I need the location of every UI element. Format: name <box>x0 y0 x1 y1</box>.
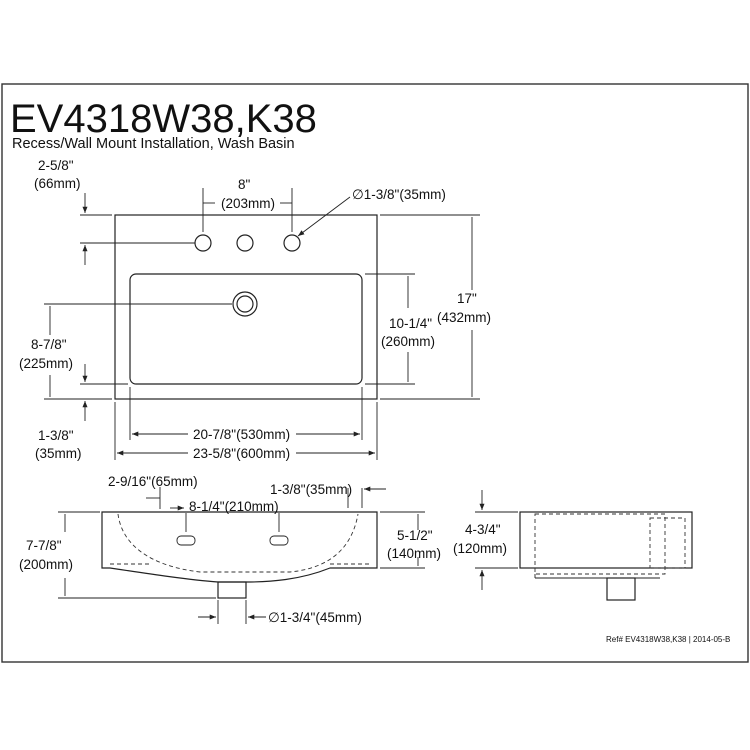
dim-overflow-offset: 2-9/16"(65mm) <box>108 474 198 489</box>
side-view: 4-3/4" (120mm) <box>453 490 693 601</box>
dim-front-lip-in: 1-3/8" <box>38 428 74 443</box>
dim-overall-height-mm: (200mm) <box>19 557 73 572</box>
overflow-slot-right <box>269 535 289 546</box>
dim-bowl-depth-in: 10-1/4" <box>389 316 432 331</box>
drain-hole-inner <box>236 295 254 313</box>
dim-back-to-holes-mm: (66mm) <box>34 176 81 191</box>
dim-rim-to-overflow: 1-3/8"(35mm) <box>270 482 352 497</box>
top-view: 2-5/8" (66mm) 8" (203mm) ∅1-3/8"(35mm) 1… <box>19 158 491 461</box>
dim-front-lip-mm: (35mm) <box>35 446 82 461</box>
dim-side-height-in: 4-3/4" <box>465 522 501 537</box>
dim-overflow-spread: 8-1/4"(210mm) <box>189 499 279 514</box>
dim-hole-spread-in: 8" <box>238 177 251 192</box>
dim-back-to-holes-in: 2-5/8" <box>38 158 74 173</box>
bowl-outline-top <box>129 273 363 385</box>
dim-overall-width: 23-5/8"(600mm) <box>193 446 290 461</box>
basin-outline-top <box>114 214 378 400</box>
model-number: EV4318W38,K38 <box>10 97 317 141</box>
basin-outline-front <box>101 511 378 583</box>
dim-drain-diameter: ∅1-3/4"(45mm) <box>268 610 362 625</box>
basin-outline-side <box>519 511 693 569</box>
dim-drain-front-mm: (225mm) <box>19 356 73 371</box>
faucet-hole-left <box>194 234 212 252</box>
drawing-reference: Ref# EV4318W38,K38 | 2014-05-B <box>606 635 730 644</box>
dim-bowl-width: 20-7/8"(530mm) <box>193 427 290 442</box>
dim-depth-mm: (432mm) <box>437 310 491 325</box>
front-view: 7-7/8" (200mm) 2-9/16"(65mm) 8-1/4"(210m… <box>19 474 441 625</box>
dim-bowl-height-in: 5-1/2" <box>397 528 433 543</box>
dim-overall-height-in: 7-7/8" <box>26 538 62 553</box>
dim-depth-in: 17" <box>457 291 477 306</box>
page-border <box>1 83 749 663</box>
dim-hole-spread-mm: (203mm) <box>221 196 275 211</box>
drain-tail-side <box>606 577 636 601</box>
dim-bowl-height-mm: (140mm) <box>387 546 441 561</box>
faucet-hole-right <box>283 234 301 252</box>
drain-hole-outer <box>232 291 258 317</box>
overflow-slot-left <box>176 535 196 546</box>
dim-side-height-mm: (120mm) <box>453 541 507 556</box>
bowl-inner-side <box>534 513 666 575</box>
drain-tail-front <box>217 581 247 599</box>
faucet-hole-center <box>236 234 254 252</box>
bowl-inner-front <box>117 513 359 573</box>
drawing-subtitle: Recess/Wall Mount Installation, Wash Bas… <box>12 136 295 152</box>
overflow-channel-side <box>649 517 686 569</box>
dim-bowl-depth-mm: (260mm) <box>381 334 435 349</box>
dim-drain-front-in: 8-7/8" <box>31 337 67 352</box>
dim-hole-diameter: ∅1-3/8"(35mm) <box>352 187 446 202</box>
